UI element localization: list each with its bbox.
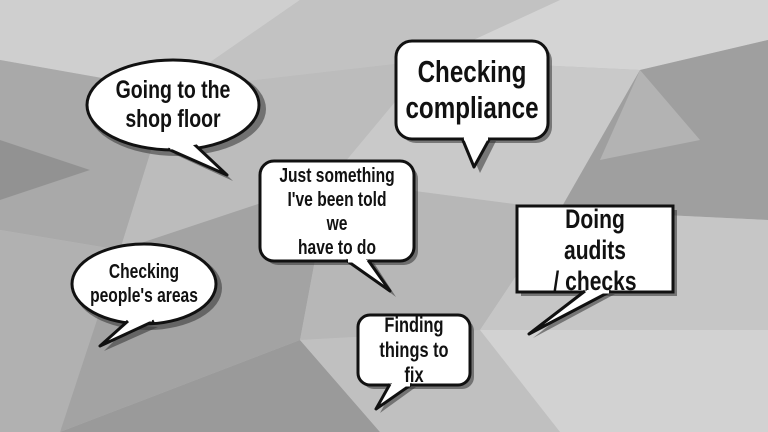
speech-bubble-shape xyxy=(85,58,266,181)
speech-bubble-told-to-do: Just something I've been told we have to… xyxy=(258,159,424,297)
speech-bubble-things-to-fix: Finding things to fix xyxy=(356,313,480,413)
speech-bubble-compliance: Checking compliance xyxy=(394,39,558,173)
speech-bubble-shape xyxy=(356,313,474,413)
speech-bubble-shape xyxy=(70,242,222,351)
bubble-text: Going to the shop floor xyxy=(115,76,231,133)
speech-bubble-shape xyxy=(515,204,677,338)
bubble-text: Checking compliance xyxy=(405,54,539,125)
speech-bubble-shape xyxy=(394,39,552,173)
speech-bubble-audits: Doing audits / checks xyxy=(515,204,681,338)
speech-bubble-shop-floor: Going to the shop floor xyxy=(84,57,270,189)
speech-bubble-shape xyxy=(258,159,418,297)
bubble-text: Finding things to fix xyxy=(379,313,449,387)
bubble-text: Checking people's areas xyxy=(90,261,198,307)
bubble-text: Just something I've been told we have to… xyxy=(279,165,395,259)
bubble-text: Doing audits / checks xyxy=(553,203,637,296)
speech-bubble-peoples-areas: Checking people's areas xyxy=(70,241,226,353)
